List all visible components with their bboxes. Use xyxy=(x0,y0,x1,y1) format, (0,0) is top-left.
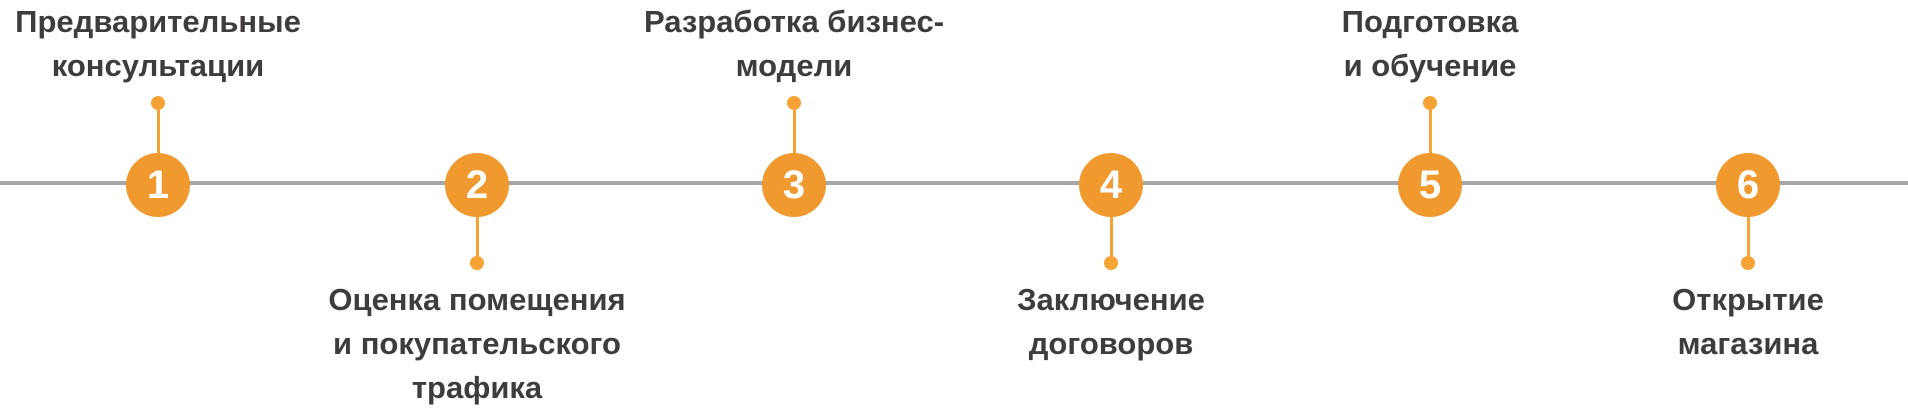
step-2-label: Оценка помещения и покупательского трафи… xyxy=(328,282,626,405)
step-6-endpoint-dot xyxy=(1741,256,1755,270)
step-1-number: 1 xyxy=(146,163,170,207)
step-3-endpoint-dot xyxy=(787,96,801,110)
step-6-label: Открытие магазина xyxy=(1672,282,1824,361)
step-6-number: 6 xyxy=(1736,163,1760,207)
step-5-number: 5 xyxy=(1418,163,1442,207)
step-1-number-badge: 1 xyxy=(126,153,190,217)
step-2-number-badge: 2 xyxy=(445,153,509,217)
step-4-number: 4 xyxy=(1099,163,1123,207)
step-5-number-badge: 5 xyxy=(1398,153,1462,217)
step-5-label: Подготовка и обучение xyxy=(1341,4,1519,83)
step-3-label: Разработка бизнес- модели xyxy=(643,4,945,83)
step-2-endpoint-dot xyxy=(470,256,484,270)
step-2-connector xyxy=(475,215,479,263)
step-2-number: 2 xyxy=(465,163,489,207)
step-3-connector xyxy=(792,103,796,155)
step-4-number-badge: 4 xyxy=(1079,153,1143,217)
step-6-connector xyxy=(1746,215,1750,263)
step-1-endpoint-dot xyxy=(151,96,165,110)
step-3-number-badge: 3 xyxy=(762,153,826,217)
step-5-endpoint-dot xyxy=(1423,96,1437,110)
step-4-label: Заключение договоров xyxy=(1017,282,1205,361)
step-3-number: 3 xyxy=(782,163,806,207)
timeline-baseline xyxy=(0,181,1908,185)
step-6-number-badge: 6 xyxy=(1716,153,1780,217)
step-1-label: Предварительные консультации xyxy=(15,4,301,83)
step-4-endpoint-dot xyxy=(1104,256,1118,270)
step-5-connector xyxy=(1428,103,1432,155)
step-4-connector xyxy=(1109,215,1113,263)
step-1-connector xyxy=(156,103,160,155)
